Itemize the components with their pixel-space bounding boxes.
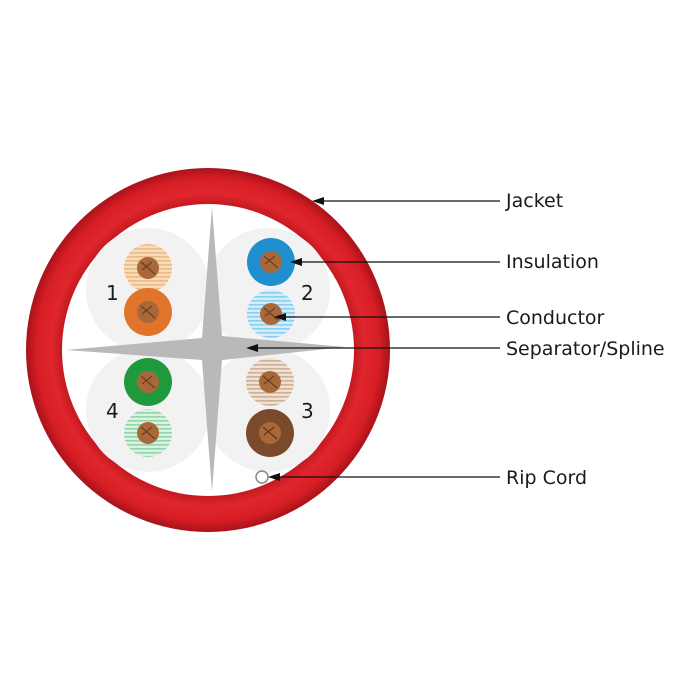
pair-1-solid-wire bbox=[124, 288, 172, 336]
leader-conductor-arrowhead bbox=[274, 313, 286, 321]
leader-rip-cord-arrowhead bbox=[268, 473, 280, 481]
pair-number-4: 4 bbox=[106, 399, 119, 423]
leader-separator-arrowhead bbox=[246, 344, 258, 352]
pair-3-solid-wire bbox=[246, 409, 294, 457]
pair-number-1: 1 bbox=[106, 281, 119, 305]
pair-1-striped-wire bbox=[124, 244, 172, 292]
pair-3-striped-wire bbox=[246, 358, 294, 406]
leader-jacket-arrowhead bbox=[312, 197, 324, 205]
pair-2-solid-wire bbox=[247, 238, 295, 286]
label-conductor: Conductor bbox=[506, 307, 605, 329]
label-insulation: Insulation bbox=[506, 251, 599, 273]
leader-insulation-arrowhead bbox=[290, 258, 302, 266]
pair-number-2: 2 bbox=[301, 281, 314, 305]
rip-cord bbox=[255, 470, 269, 484]
pair-4-striped-wire bbox=[124, 409, 172, 457]
pair-1 bbox=[124, 244, 172, 336]
pair-4 bbox=[124, 358, 172, 457]
separator-spline bbox=[66, 207, 345, 492]
label-separator-spline: Separator/Spline bbox=[506, 338, 665, 360]
label-jacket: Jacket bbox=[505, 190, 563, 212]
label-rip-cord: Rip Cord bbox=[506, 467, 587, 489]
pair-number-3: 3 bbox=[301, 399, 314, 423]
pair-3 bbox=[246, 358, 294, 457]
pair-4-solid-wire bbox=[124, 358, 172, 406]
leader-lines bbox=[246, 197, 500, 481]
pair-2-striped-wire bbox=[247, 290, 295, 338]
pair-2 bbox=[247, 238, 295, 338]
